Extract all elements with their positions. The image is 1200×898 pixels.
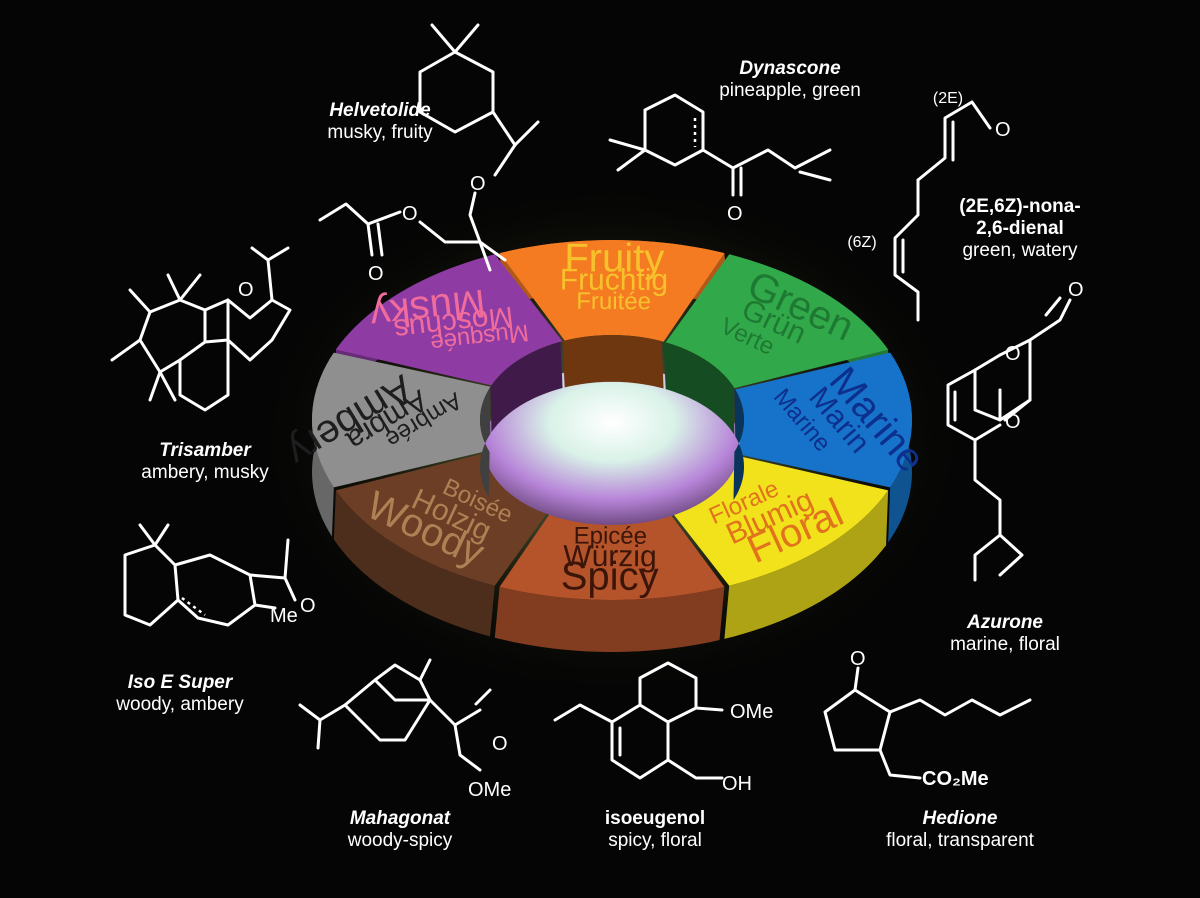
trisamber-structure: O xyxy=(110,246,292,412)
isoeugenol-name: isoeugenol xyxy=(604,808,706,829)
isoeugenol-atom-ome: OMe xyxy=(730,701,773,723)
nonadienal-6z-label: (6Z) xyxy=(847,234,877,251)
nonadienal-structure: O xyxy=(893,100,1011,322)
hedione-structure: O CO₂Me xyxy=(823,648,1032,790)
mahagonat-label: Mahagonat woody-spicy xyxy=(320,808,480,852)
trisamber-name: Trisamber xyxy=(159,440,251,461)
azurone-atom-o3: O xyxy=(1005,411,1021,433)
wheel-inner-wall-ambery xyxy=(480,388,491,498)
helvetolide-atom-o1: O xyxy=(470,173,486,195)
helvetolide-label: Helvetolide musky, fruity xyxy=(300,100,460,144)
wheel-side-floral xyxy=(724,490,889,639)
azurone-desc: marine, floral xyxy=(950,634,1060,655)
wheel-segment-ambery xyxy=(312,352,491,488)
nonadienal-name-line1: (2E,6Z)-nona- xyxy=(959,196,1081,217)
mahagonat-atom-ome: OMe xyxy=(468,779,511,801)
wheel-label-spicy-0: Spicy xyxy=(561,554,659,598)
mahagonat-structure: O OMe xyxy=(298,658,511,801)
iso-e-super-label: Iso E Super woody, ambery xyxy=(100,672,260,716)
wheel-inner-wall-musky xyxy=(490,341,563,433)
isoeugenol-atom-oh: OH xyxy=(722,773,752,795)
wheel-segment-green xyxy=(665,254,889,389)
nonadienal-desc: green, watery xyxy=(962,240,1078,261)
trisamber-atom-o: O xyxy=(238,279,254,301)
wheel-inner-wall-marine xyxy=(733,388,744,501)
wheel-segment-musky xyxy=(335,254,563,386)
wheel-label-spicy-2: Epicée xyxy=(574,522,648,549)
iso-e-super-atom-o: O xyxy=(300,595,316,617)
helvetolide-desc: musky, fruity xyxy=(327,122,433,143)
wheel-side-spicy xyxy=(494,586,725,652)
trisamber-desc: ambery, musky xyxy=(141,462,269,483)
wheel-inner-wall-green xyxy=(663,341,735,435)
azurone-atom-o1: O xyxy=(1068,279,1084,301)
helvetolide-structure: O O O xyxy=(318,23,540,285)
azurone-structure: O O O xyxy=(946,279,1084,582)
wheel-inner-wall xyxy=(480,335,744,501)
iso-e-super-structure: Me O xyxy=(123,523,316,627)
isoeugenol-desc: spicy, floral xyxy=(608,830,702,851)
hedione-atom-co2me: CO₂Me xyxy=(922,768,989,790)
hedione-atom-o: O xyxy=(850,648,866,670)
trisamber-label: Trisamber ambery, musky xyxy=(125,440,285,484)
wheel-label-fruity-2: Fruitée xyxy=(576,288,651,315)
nonadienal-name-line2: 2,6-dienal xyxy=(976,218,1064,239)
hedione-name: Hedione xyxy=(922,808,998,829)
wheel-segment-fruity xyxy=(499,240,725,342)
dynascone-label: Dynascone pineapple, green xyxy=(700,58,880,102)
nonadienal-atom-o: O xyxy=(995,119,1011,141)
azurone-label: Azurone marine, floral xyxy=(925,612,1085,656)
hedione-label: Hedione floral, transparent xyxy=(860,808,1060,852)
helvetolide-atom-o3: O xyxy=(368,263,384,285)
mahagonat-atom-o: O xyxy=(492,733,508,755)
dynascone-name: Dynascone xyxy=(739,58,841,79)
nonadienal-2e-label: (2E) xyxy=(932,90,964,107)
wheel-center-hole xyxy=(484,367,740,525)
wheel-label-fruity-1: Fruchtig xyxy=(560,263,669,297)
dynascone-desc: pineapple, green xyxy=(719,80,861,101)
azurone-name: Azurone xyxy=(967,612,1043,633)
iso-e-super-desc: woody, ambery xyxy=(116,694,244,715)
wheel-segment-spicy xyxy=(499,498,725,600)
wheel-side-woody xyxy=(333,490,495,637)
iso-e-super-atom-me: Me xyxy=(270,605,298,627)
wheel-segment-marine xyxy=(733,352,912,488)
nonadienal-label: (2E,6Z)-nona- 2,6-dienal green, watery xyxy=(935,196,1105,262)
azurone-atom-o2: O xyxy=(1005,343,1021,365)
dynascone-atom-o: O xyxy=(727,203,743,225)
isoeugenol-label: isoeugenol spicy, floral xyxy=(575,808,735,852)
dynascone-structure: O xyxy=(608,93,832,225)
hedione-desc: floral, transparent xyxy=(886,830,1034,851)
iso-e-super-name: Iso E Super xyxy=(127,672,233,693)
mahagonat-name: Mahagonat xyxy=(349,808,451,829)
helvetolide-atom-o2: O xyxy=(402,203,418,225)
wheel-inner-wall-fruity xyxy=(562,335,664,389)
helvetolide-name: Helvetolide xyxy=(329,100,431,121)
wheel-label-fruity-0: Fruity xyxy=(564,236,664,280)
wheel-top-faces xyxy=(312,240,912,600)
isoeugenol-structure: OMe OH xyxy=(553,661,773,795)
wheel-label-spicy-1: Würzig xyxy=(563,540,657,573)
mahagonat-desc: woody-spicy xyxy=(347,830,453,851)
